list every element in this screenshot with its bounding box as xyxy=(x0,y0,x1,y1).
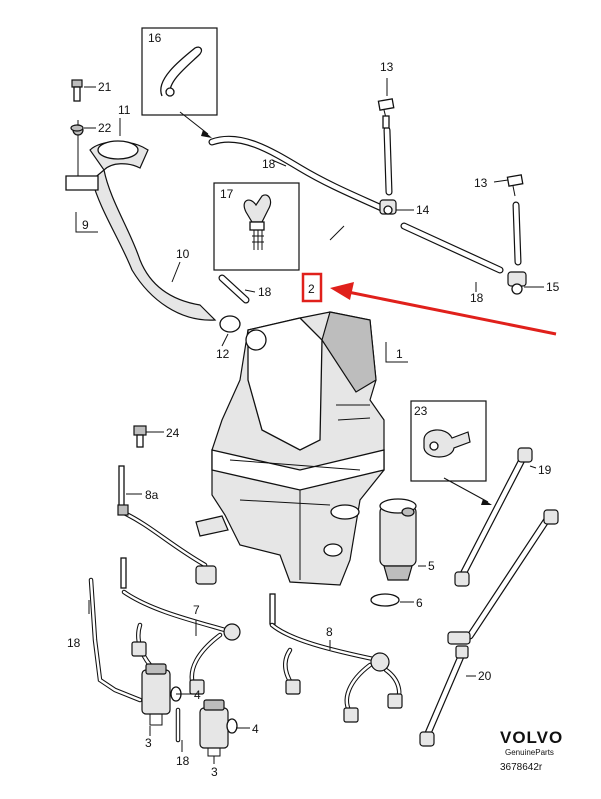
callout-16: 16 xyxy=(148,31,162,45)
callout-14: 14 xyxy=(416,203,430,217)
callout-24: 24 xyxy=(166,426,180,440)
washer-pump-3-right xyxy=(199,699,238,757)
screw-21 xyxy=(71,79,83,102)
wiring-8a xyxy=(117,465,217,585)
inset-17 xyxy=(213,182,300,271)
inset-23 xyxy=(410,400,487,482)
callout-1: 1 xyxy=(396,347,403,361)
wiring-8 xyxy=(269,593,403,723)
oring-12 xyxy=(219,315,241,333)
callout-15: 15 xyxy=(546,280,560,294)
wiring-7 xyxy=(120,557,241,695)
callout-19: 19 xyxy=(538,463,552,477)
callout-18-a: 18 xyxy=(258,285,272,299)
callout-21: 21 xyxy=(98,80,112,94)
ref-bracket-1 xyxy=(385,342,408,363)
callout-10: 10 xyxy=(176,247,190,261)
callout-8: 8 xyxy=(326,625,333,639)
hose-19 xyxy=(454,447,559,640)
leader-lines xyxy=(84,78,544,764)
callout-12: 12 xyxy=(216,347,230,361)
highlight-callout-2: 2 xyxy=(301,272,557,336)
callout-labels: 21 22 11 9 10 18 12 16 17 18 13 14 13 15… xyxy=(67,31,560,779)
oring-6 xyxy=(370,593,400,607)
reservoir-1 xyxy=(195,311,385,586)
callout-18-b: 18 xyxy=(262,157,276,171)
hose-18-lower xyxy=(88,577,181,743)
callout-6: 6 xyxy=(416,596,423,610)
pump-5 xyxy=(379,498,417,581)
callout-18-e: 18 xyxy=(176,754,190,768)
inset-arrows xyxy=(179,111,492,505)
connector-15 xyxy=(507,271,527,295)
callout-3-b: 3 xyxy=(211,765,218,779)
hose-13-right xyxy=(506,174,524,266)
callout-11: 11 xyxy=(118,103,131,117)
callout-17: 17 xyxy=(220,187,234,201)
ref-bracket-9 xyxy=(75,212,98,233)
hose-18-top xyxy=(208,135,504,274)
inset-16 xyxy=(141,27,218,116)
callout-13-a: 13 xyxy=(380,60,394,74)
callout-3-a: 3 xyxy=(145,736,152,750)
brand-subtitle: GenuineParts xyxy=(505,748,554,757)
callout-8a: 8a xyxy=(145,488,159,502)
highlight-box xyxy=(301,272,323,303)
callout-23: 23 xyxy=(414,404,428,418)
brand-logo: VOLVO xyxy=(500,728,563,747)
callout-4-a: 4 xyxy=(194,688,201,702)
washer-22 xyxy=(70,124,84,132)
hose-18-short xyxy=(218,274,250,304)
callout-18-d: 18 xyxy=(67,636,81,650)
callout-20: 20 xyxy=(478,669,492,683)
connector-14 xyxy=(379,199,397,215)
callout-13-b: 13 xyxy=(474,176,488,190)
hose-13-left xyxy=(377,98,395,196)
branding: VOLVO GenuineParts 3678642r xyxy=(500,728,563,773)
highlight-arrow-shaft xyxy=(347,290,557,336)
callout-7: 7 xyxy=(193,603,200,617)
callout-22: 22 xyxy=(98,121,112,135)
drawing-number: 3678642r xyxy=(500,762,543,773)
callout-18-c: 18 xyxy=(470,291,484,305)
highlight-arrow-head xyxy=(330,282,354,300)
hose-20 xyxy=(419,631,471,747)
callout-5: 5 xyxy=(428,559,435,573)
screw-24 xyxy=(133,425,147,448)
callout-9: 9 xyxy=(82,218,89,232)
callout-2: 2 xyxy=(308,282,315,296)
callout-4-b: 4 xyxy=(252,722,259,736)
washer-pump-3-left xyxy=(141,663,182,726)
